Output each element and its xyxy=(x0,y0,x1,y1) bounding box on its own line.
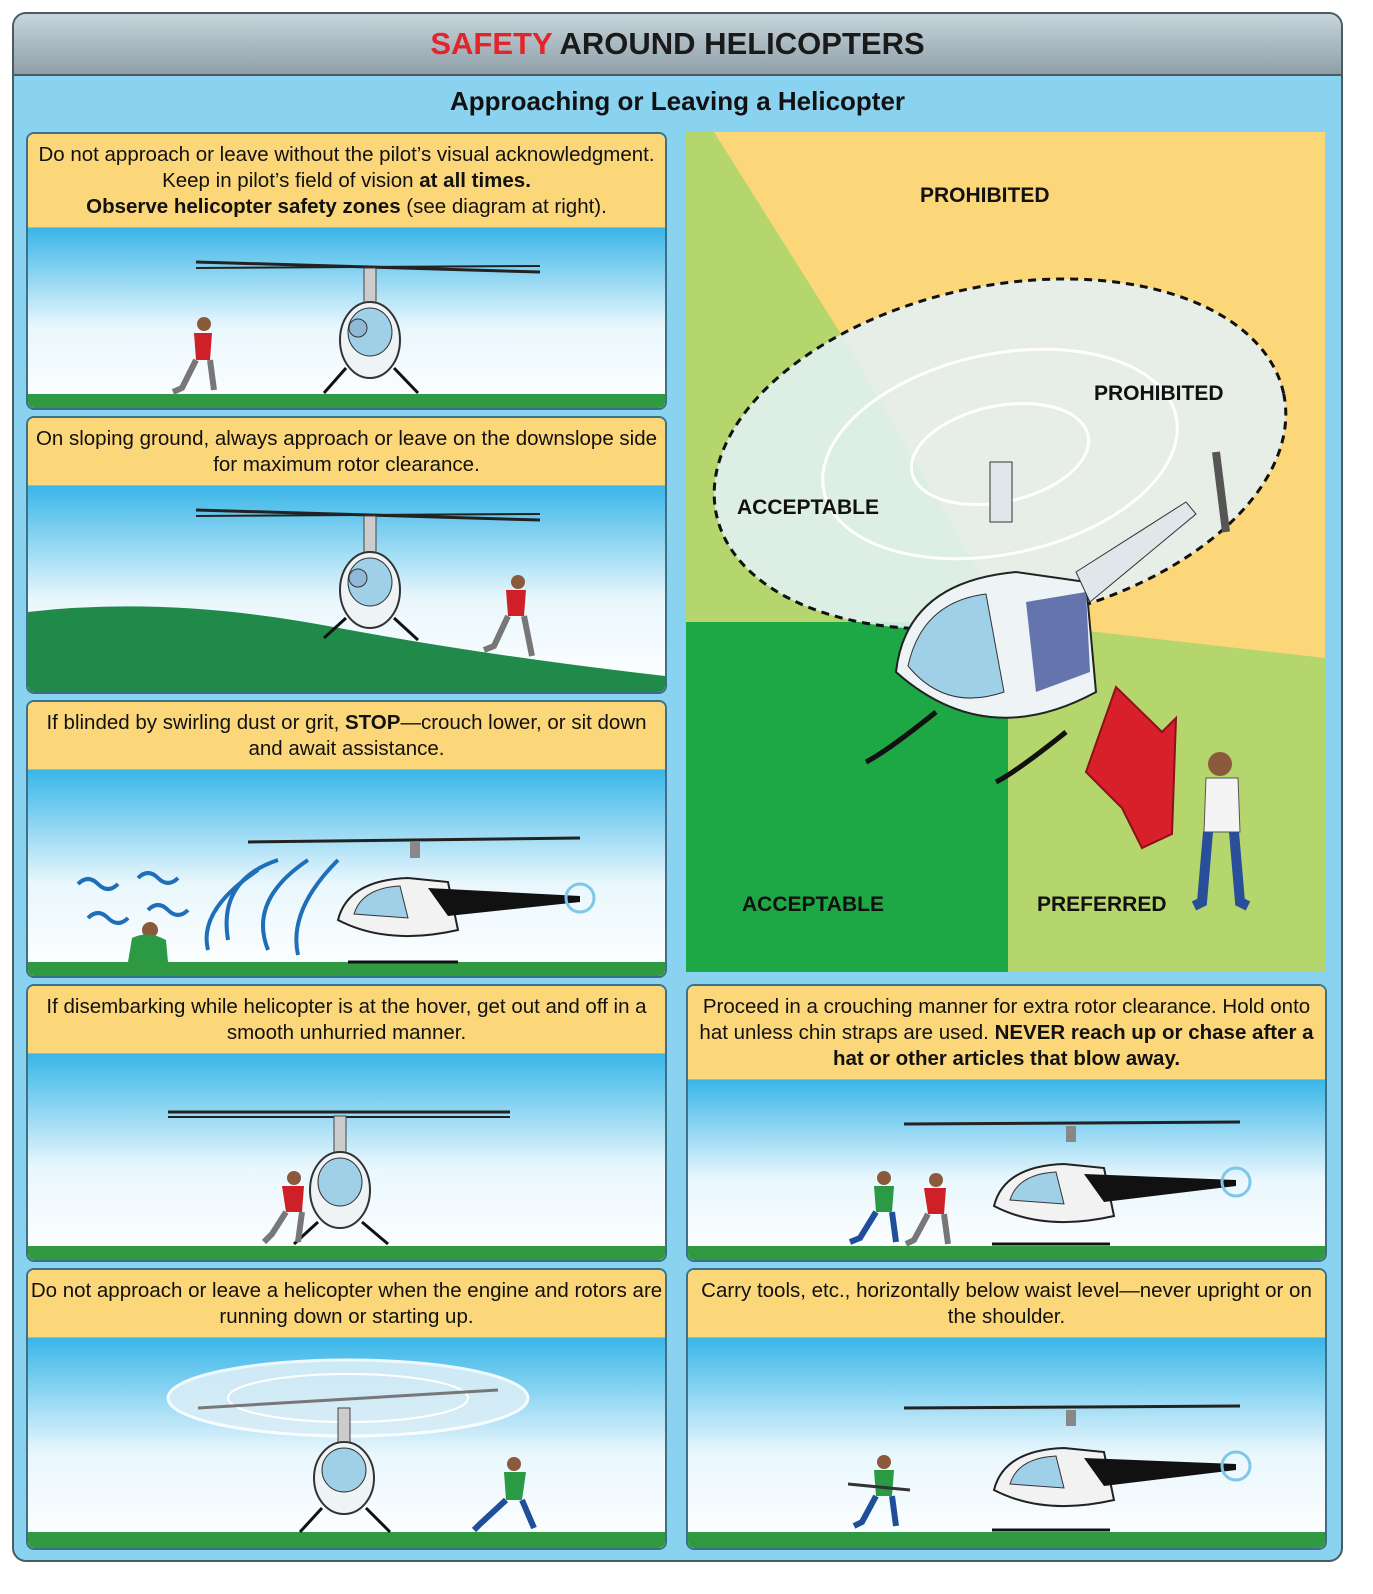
person-crouching-walk-icon xyxy=(904,1173,951,1247)
panel-hover-disembark: If disembarking while helicopter is at t… xyxy=(26,984,667,1262)
zone-label-acceptable-bottom: ACCEPTABLE xyxy=(742,893,884,916)
subtitle: Approaching or Leaving a Helicopter xyxy=(449,86,906,116)
title-bar: SAFETY AROUND HELICOPTERS xyxy=(14,14,1341,76)
caption-text: Proceed in a crouching manner for extra … xyxy=(699,995,1311,1044)
scene-tools xyxy=(688,1338,1325,1548)
safety-zones-diagram: PROHIBITED PROHIBITED ACCEPTABLE ACCEPTA… xyxy=(686,132,1325,972)
zone-label-prohibited-mid: PROHIBITED xyxy=(1094,382,1224,405)
scene-dust xyxy=(28,770,665,976)
caption-bold: STOP xyxy=(344,711,401,734)
caption-text: If blinded by swirling dust or grit, xyxy=(46,711,345,734)
title-rest: AROUND HELICOPTERS xyxy=(552,26,925,61)
caption-text: Carry tools, etc., horizontally below wa… xyxy=(701,1279,1312,1328)
person-crouching-icon xyxy=(128,922,168,962)
person-standing-icon xyxy=(1191,752,1251,911)
helicopter-icon xyxy=(864,451,1230,785)
caption-text: —crouch lower, or sit down and await ass… xyxy=(248,711,647,760)
preferred-arrow-icon xyxy=(1084,685,1178,850)
caption-text: Do not approach or leave without the pil… xyxy=(38,143,655,192)
helicopter-front-icon xyxy=(298,1407,392,1534)
poster-frame: SAFETY AROUND HELICOPTERS Approaching or… xyxy=(12,12,1343,1562)
panel-carry-tools: Carry tools, etc., horizontally below wa… xyxy=(686,1268,1327,1550)
panel-caption: On sloping ground, always approach or le… xyxy=(28,418,665,486)
panel-caption: Do not approach or leave without the pil… xyxy=(28,134,665,228)
panel-crouching-manner: Proceed in a crouching manner for extra … xyxy=(686,984,1327,1262)
helicopter-front-icon xyxy=(195,508,541,642)
caption-bold: Observe helicopter safety zones xyxy=(86,195,401,218)
caption-text: If disembarking while helicopter is at t… xyxy=(46,995,647,1044)
person-disembarking-icon xyxy=(261,1171,305,1245)
person-approaching-icon xyxy=(471,1457,537,1533)
helicopter-front-icon xyxy=(195,260,541,395)
scene-slope xyxy=(28,486,665,692)
zone-label-acceptable-mid: ACCEPTABLE xyxy=(737,496,879,519)
panel-caption: If blinded by swirling dust or grit, STO… xyxy=(28,702,665,770)
scene-approach xyxy=(28,228,665,408)
title-highlight: SAFETY xyxy=(430,26,553,61)
panel-caption: Carry tools, etc., horizontally below wa… xyxy=(688,1270,1325,1338)
panel-engine-running-down: Do not approach or leave a helicopter wh… xyxy=(26,1268,667,1550)
caption-text: On sloping ground, always approach or le… xyxy=(35,427,658,476)
panel-caption: If disembarking while helicopter is at t… xyxy=(28,986,665,1054)
panel-pilot-acknowledgment: Do not approach or leave without the pil… xyxy=(26,132,667,410)
person-walking-icon xyxy=(171,317,217,395)
person-carrying-tool-icon xyxy=(847,1455,911,1529)
caption-text: (see diagram at right). xyxy=(400,195,607,218)
zone-label-preferred: PREFERRED xyxy=(1037,893,1167,916)
caption-bold: NEVER reach up or chase after a hat or o… xyxy=(832,1021,1314,1070)
panel-sloping-ground: On sloping ground, always approach or le… xyxy=(26,416,667,694)
zone-label-prohibited-top: PROHIBITED xyxy=(920,184,1050,207)
helicopter-side-icon xyxy=(247,836,596,964)
scene-hover xyxy=(28,1054,665,1260)
helicopter-front-icon xyxy=(168,1110,510,1246)
zones-graphic xyxy=(686,132,1325,972)
panel-caption: Do not approach or leave a helicopter wh… xyxy=(28,1270,665,1338)
helicopter-side-icon xyxy=(903,1404,1252,1532)
panel-swirling-dust: If blinded by swirling dust or grit, STO… xyxy=(26,700,667,978)
scene-rotor-spin xyxy=(28,1338,665,1548)
person-holding-hat-icon xyxy=(848,1171,899,1245)
person-walking-icon xyxy=(482,575,535,657)
scene-crouching xyxy=(688,1080,1325,1260)
panel-caption: Proceed in a crouching manner for extra … xyxy=(688,986,1325,1080)
helicopter-side-icon xyxy=(903,1120,1252,1246)
caption-text: Do not approach or leave a helicopter wh… xyxy=(30,1279,663,1328)
dust-swirl-icon xyxy=(76,858,340,956)
caption-bold: at all times. xyxy=(419,169,531,192)
